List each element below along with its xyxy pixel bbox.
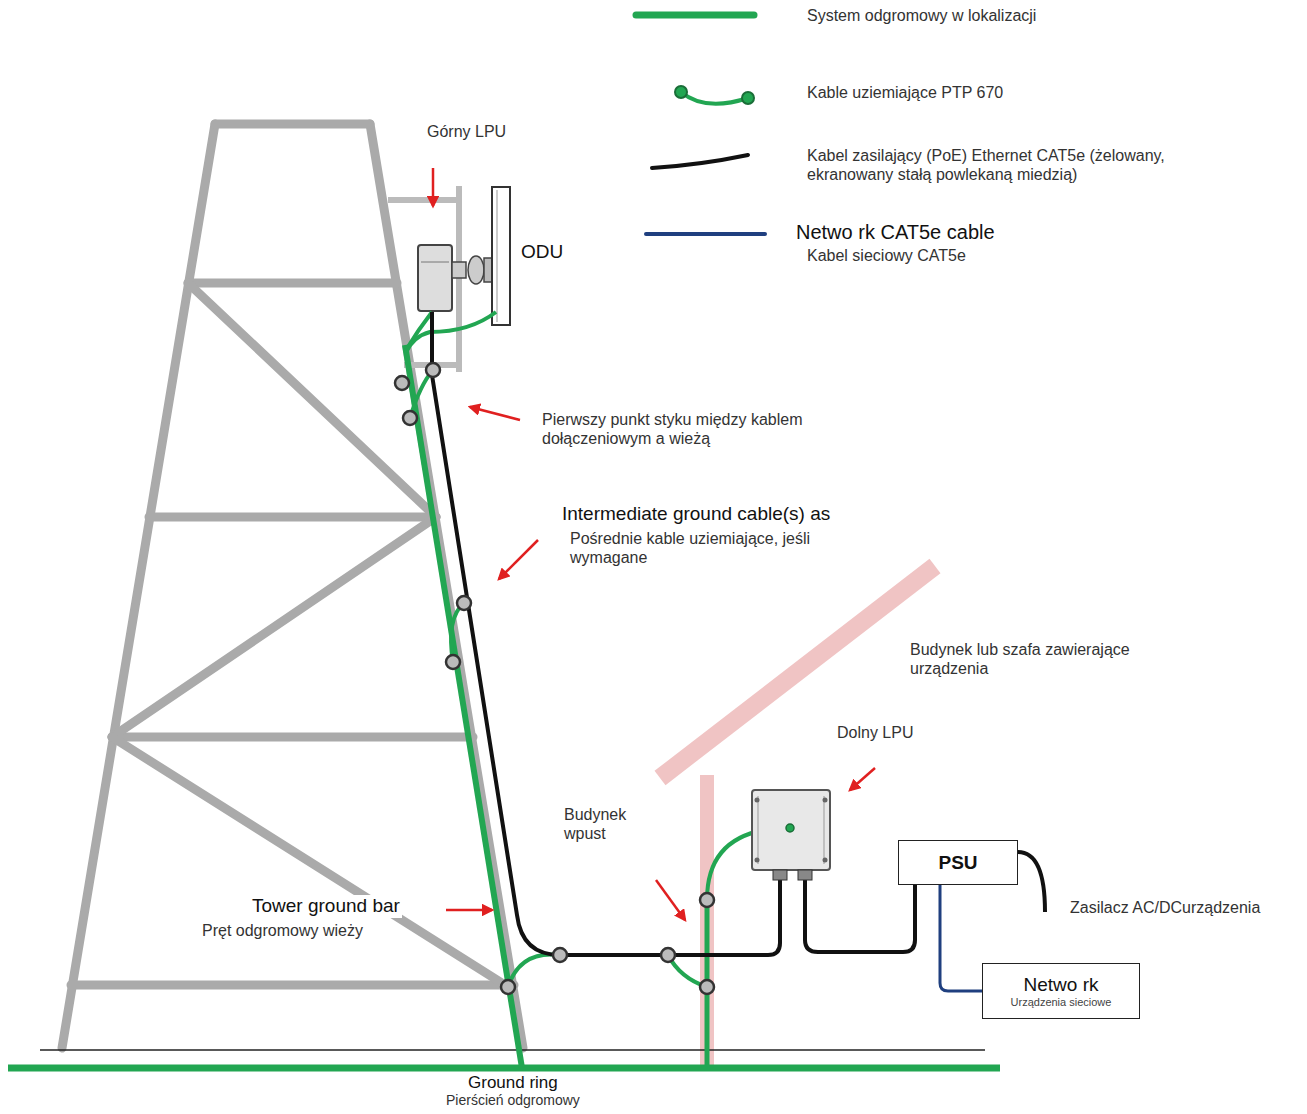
diagram-label: Ground ring xyxy=(466,1073,560,1093)
diagram-label: Pręt odgromowy wieży xyxy=(200,921,365,940)
ground-ring xyxy=(8,1065,1000,1072)
tower xyxy=(62,124,523,1048)
lower-lpu xyxy=(752,790,830,880)
mount-bracket xyxy=(388,186,462,372)
legend-text: Kable uziemiające PTP 670 xyxy=(805,83,1005,102)
ground-clamps xyxy=(395,363,714,994)
diagram-label: Pierścień odgromowy xyxy=(444,1092,582,1109)
device-box: Netwo rkUrządzenia sieciowe xyxy=(982,963,1140,1019)
legend-text: Kabel zasilający (PoE) Ethernet CAT5e (ż… xyxy=(805,146,1239,184)
diagram-label: Tower ground bar xyxy=(250,895,402,918)
network-cable xyxy=(940,885,982,991)
diagram-label: ODU xyxy=(519,241,565,264)
box-text: PSU xyxy=(938,852,977,874)
diagram-label: Budynek lub szafa zawierające urządzenia xyxy=(908,640,1202,678)
device-box: PSU xyxy=(898,840,1018,885)
diagram-label: Pierwszy punkt styku między kablem dołąc… xyxy=(540,410,884,448)
diagram-label: Górny LPU xyxy=(425,122,508,141)
diagram-label: Budynek wpust xyxy=(562,805,646,843)
odu-unit xyxy=(418,187,510,325)
tower-ground-conductor xyxy=(405,345,522,1068)
box-text: Netwo rk xyxy=(1024,974,1099,996)
pointer-arrows xyxy=(433,168,875,920)
diagram-label: Dolny LPU xyxy=(835,723,915,742)
legend-text: Kabel sieciowy CAT5e xyxy=(805,246,968,265)
diagram-label: Zasilacz AC/DCurządzenia xyxy=(1068,898,1262,917)
diagram-label: Pośrednie kable uziemiające, jeśli wymag… xyxy=(568,529,862,567)
diagram-label: Netwo rk CAT5e cable xyxy=(794,220,997,244)
ground-line xyxy=(40,1049,985,1051)
legend-samples xyxy=(636,15,765,234)
diagram-label: Intermediate ground cable(s) as xyxy=(560,503,832,526)
legend-text: System odgromowy w lokalizacji xyxy=(805,6,1038,25)
box-text: Urządzenia sieciowe xyxy=(1011,996,1112,1009)
building xyxy=(660,566,935,1068)
poe-cable xyxy=(432,312,1045,955)
